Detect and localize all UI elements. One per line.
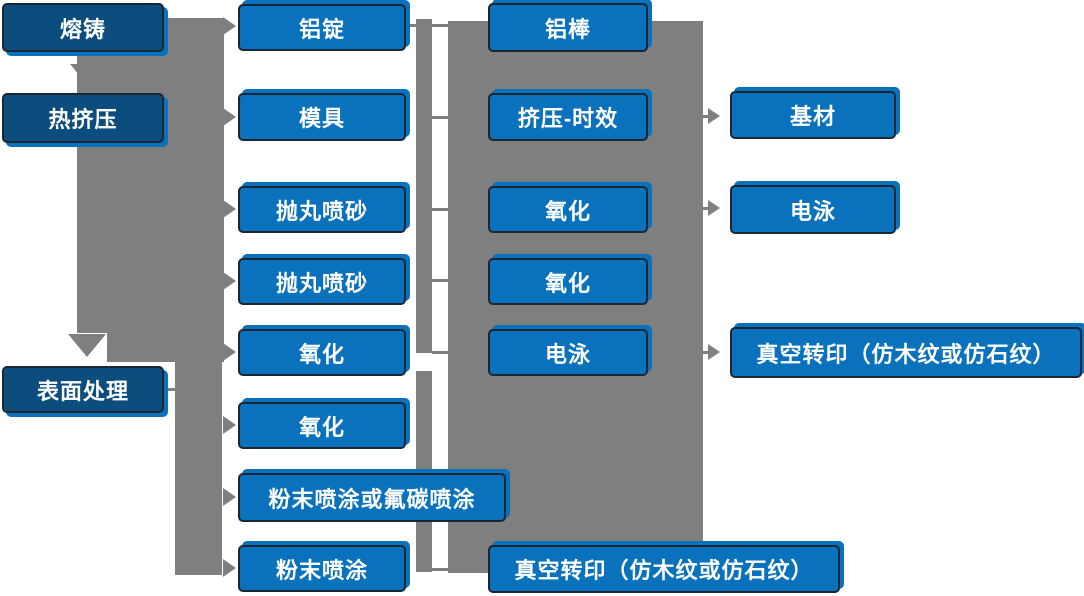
node-hot-extrusion: 热挤压	[2, 93, 164, 143]
arrow-to-aluminum-ingot	[223, 17, 236, 35]
node-mold-label: 模具	[298, 106, 345, 131]
node-electrophoresis-b-label: 电泳	[789, 198, 836, 224]
arrow-stem-to-base-material	[702, 115, 710, 118]
node-oxidation-d: 氧化	[488, 258, 648, 305]
arrow-to-mold	[223, 108, 236, 126]
node-oxidation-d-label: 氧化	[544, 270, 591, 296]
node-shot-blasting-2: 抛丸喷砂	[238, 258, 406, 305]
node-surface-treatment-label: 表面处理	[36, 378, 129, 404]
node-aluminum-rod-label: 铝棒	[544, 16, 591, 42]
connector-surface-stub	[163, 388, 177, 391]
node-shot-blasting-1-label: 抛丸喷砂	[275, 198, 368, 224]
node-shot-blasting-2-label: 抛丸喷砂	[275, 270, 368, 296]
node-powder-or-fluorocarbon: 粉末喷涂或氟碳喷涂	[238, 473, 506, 522]
node-oxidation-b: 氧化	[238, 402, 406, 449]
node-oxidation-c-label: 氧化	[544, 198, 591, 224]
node-powder-coating-label: 粉末喷涂	[275, 557, 368, 583]
connector-mid-bar-lower	[416, 371, 432, 572]
arrow-to-electrophoresis-b	[708, 200, 720, 216]
node-mold: 模具	[238, 93, 406, 141]
connector-row2-line	[432, 116, 448, 119]
node-electrophoresis-a: 电泳	[488, 329, 648, 376]
node-vacuum-transfer-a-label: 真空转印（仿木纹或仿石纹）	[514, 558, 814, 583]
arrow-to-base-material	[708, 108, 720, 124]
connector-mid-bar-upper	[416, 19, 432, 353]
arrow-down-to-surface-treatment	[68, 334, 106, 357]
connector-left-bar	[175, 362, 222, 575]
arrow-to-oxidation-a	[223, 343, 236, 361]
connector-row8-line	[432, 568, 448, 571]
node-base-material: 基材	[730, 91, 896, 139]
arrow-stem-to-electrophoresis-b	[702, 207, 710, 210]
node-electrophoresis-a-label: 电泳	[544, 341, 591, 367]
node-oxidation-a: 氧化	[238, 329, 406, 376]
node-vacuum-transfer-b-label: 真空转印（仿木纹或仿石纹）	[756, 341, 1056, 367]
node-vacuum-transfer-a: 真空转印（仿木纹或仿石纹）	[488, 545, 840, 593]
arrow-stem-to-vacuum-transfer-b	[702, 351, 710, 354]
node-aluminum-rod: 铝棒	[488, 3, 648, 52]
node-melting-label: 熔铸	[59, 16, 106, 42]
node-aluminum-ingot-label: 铝锭	[298, 16, 345, 42]
connector-left-band-lower	[107, 333, 224, 362]
node-oxidation-b-label: 氧化	[298, 414, 345, 440]
node-extrusion-aging-label: 挤压-时效	[517, 106, 619, 131]
connector-row4-line	[432, 279, 448, 282]
node-powder-coating: 粉末喷涂	[238, 545, 406, 592]
arrow-to-powder-coating	[223, 559, 236, 577]
node-hot-extrusion-label: 热挤压	[48, 107, 118, 132]
arrow-to-shot-blasting-1	[223, 200, 236, 218]
node-oxidation-c: 氧化	[488, 186, 648, 233]
node-electrophoresis-b: 电泳	[730, 185, 896, 234]
connector-row3-line	[432, 208, 448, 211]
node-powder-or-fluorocarbon-label: 粉末喷涂或氟碳喷涂	[268, 486, 476, 512]
node-melting: 熔铸	[2, 3, 164, 52]
node-oxidation-a-label: 氧化	[298, 341, 345, 367]
arrow-down-to-hot-extrusion	[70, 64, 108, 87]
arrow-to-shot-blasting-2	[223, 272, 236, 290]
arrow-to-vacuum-transfer-b	[708, 344, 720, 360]
node-surface-treatment: 表面处理	[2, 366, 164, 413]
connector-row1-line	[408, 24, 448, 27]
connector-row5-line	[432, 351, 448, 354]
node-shot-blasting-1: 抛丸喷砂	[238, 186, 406, 233]
arrow-to-oxidation-b	[223, 416, 236, 434]
node-extrusion-aging: 挤压-时效	[488, 93, 648, 141]
node-aluminum-ingot: 铝锭	[238, 4, 406, 51]
node-base-material-label: 基材	[789, 104, 836, 129]
node-vacuum-transfer-b: 真空转印（仿木纹或仿石纹）	[730, 327, 1082, 378]
arrow-to-powder-or-fluorocarbon	[223, 488, 236, 506]
